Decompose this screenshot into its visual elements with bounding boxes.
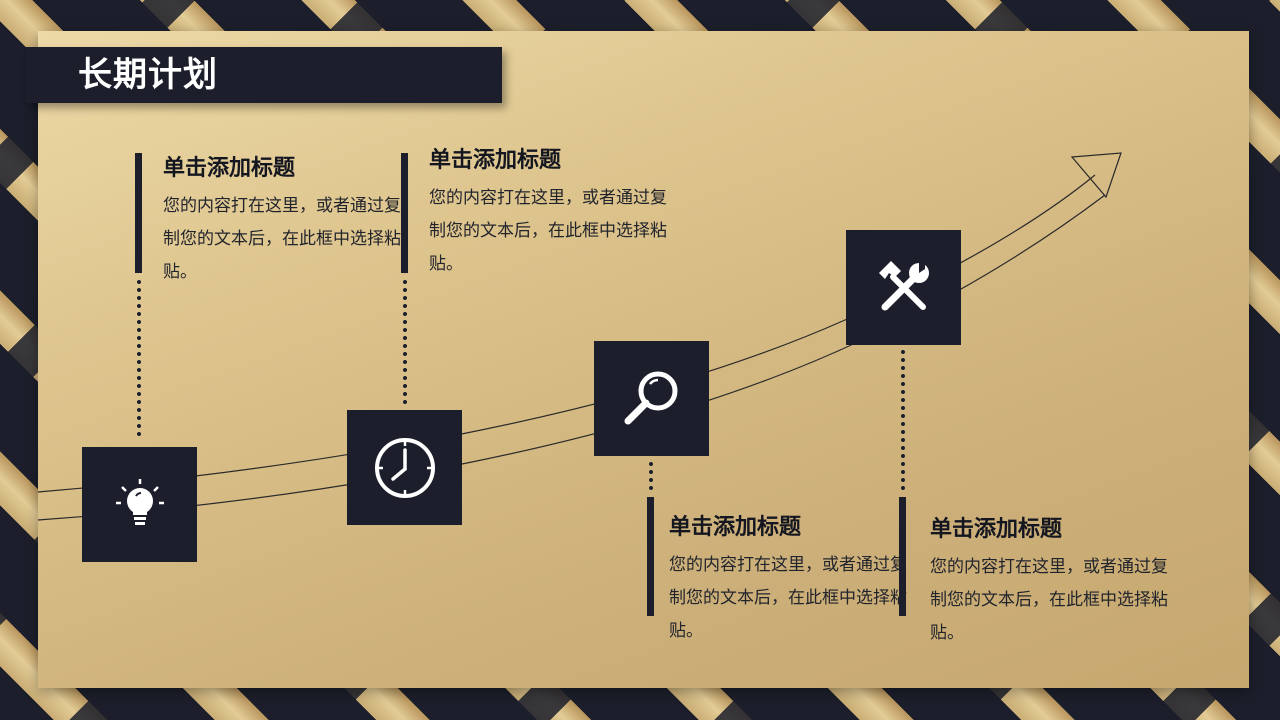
block-title[interactable]: 单击添加标题 [163,156,296,181]
clock-icon [374,437,435,498]
text-block-1[interactable]: 单击添加标题 您的内容打在这里，或者通过复制您的文本后，在此框中选择粘贴。 [163,154,403,289]
icon-tile-3 [594,341,709,456]
block-body[interactable]: 您的内容打在这里，或者通过复制您的文本后，在此框中选择粘贴。 [429,188,667,274]
icon-tile-2 [347,410,462,525]
icon-tile-1 [82,447,197,562]
text-block-2[interactable]: 单击添加标题 您的内容打在这里，或者通过复制您的文本后，在此框中选择粘贴。 [429,146,669,281]
dotted-connector [901,348,905,494]
dotted-connector [137,278,141,440]
text-block-3[interactable]: 单击添加标题 您的内容打在这里，或者通过复制您的文本后，在此框中选择粘贴。 [669,513,909,648]
title-banner: 长期计划 [26,47,502,103]
block-body[interactable]: 您的内容打在这里，或者通过复制您的文本后，在此框中选择粘贴。 [163,196,401,282]
block-body[interactable]: 您的内容打在这里，或者通过复制您的文本后，在此框中选择粘贴。 [669,555,907,641]
block-title[interactable]: 单击添加标题 [429,148,562,173]
lightbulb-icon [115,478,164,525]
tools-icon [878,260,929,310]
block-body[interactable]: 您的内容打在这里，或者通过复制您的文本后，在此框中选择粘贴。 [930,557,1168,643]
accent-bar [401,153,408,273]
accent-bar [135,153,142,273]
icon-tile-4 [846,230,961,345]
page-title: 长期计划 [78,55,218,95]
text-block-4[interactable]: 单击添加标题 您的内容打在这里，或者通过复制您的文本后，在此框中选择粘贴。 [930,515,1170,650]
block-title[interactable]: 单击添加标题 [669,515,802,540]
block-title[interactable]: 单击添加标题 [930,517,1063,542]
magnifier-icon [624,371,677,424]
dotted-connector [403,278,407,404]
accent-bar [899,497,906,616]
accent-bar [647,497,654,616]
dotted-connector [649,460,653,494]
